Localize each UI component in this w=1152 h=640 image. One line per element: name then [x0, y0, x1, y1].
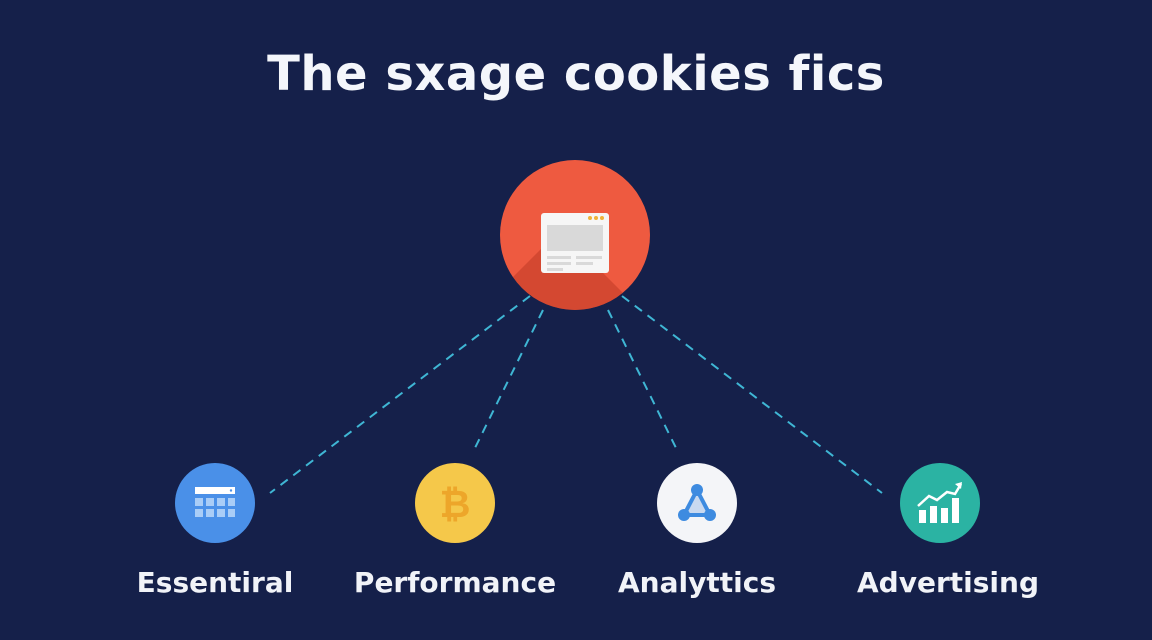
category-label-essential: Essentiral — [136, 566, 294, 599]
growth-chart-icon — [917, 482, 963, 523]
calendar-grid-icon — [195, 487, 235, 517]
bitcoin-icon: ₿ — [440, 482, 471, 525]
diagram-title: The sxage cookies fics — [267, 46, 885, 102]
website-hub-node — [500, 160, 650, 310]
performance-node: ₿ — [415, 463, 495, 543]
category-label-analytics: Analyttics — [618, 566, 776, 599]
svg-text:₿: ₿ — [440, 482, 471, 525]
analytics-node — [657, 463, 737, 543]
essential-node — [175, 463, 255, 543]
category-label-performance: Performance — [353, 566, 557, 599]
advertising-node — [900, 463, 980, 543]
connector-analytics — [607, 309, 679, 453]
category-label-advertising: Advertising — [857, 566, 1039, 599]
connector-performance — [472, 309, 544, 453]
connector-advertising — [621, 295, 883, 494]
connector-essential — [269, 295, 531, 494]
browser-window-icon — [541, 213, 609, 273]
triangle-network-icon — [678, 484, 716, 521]
